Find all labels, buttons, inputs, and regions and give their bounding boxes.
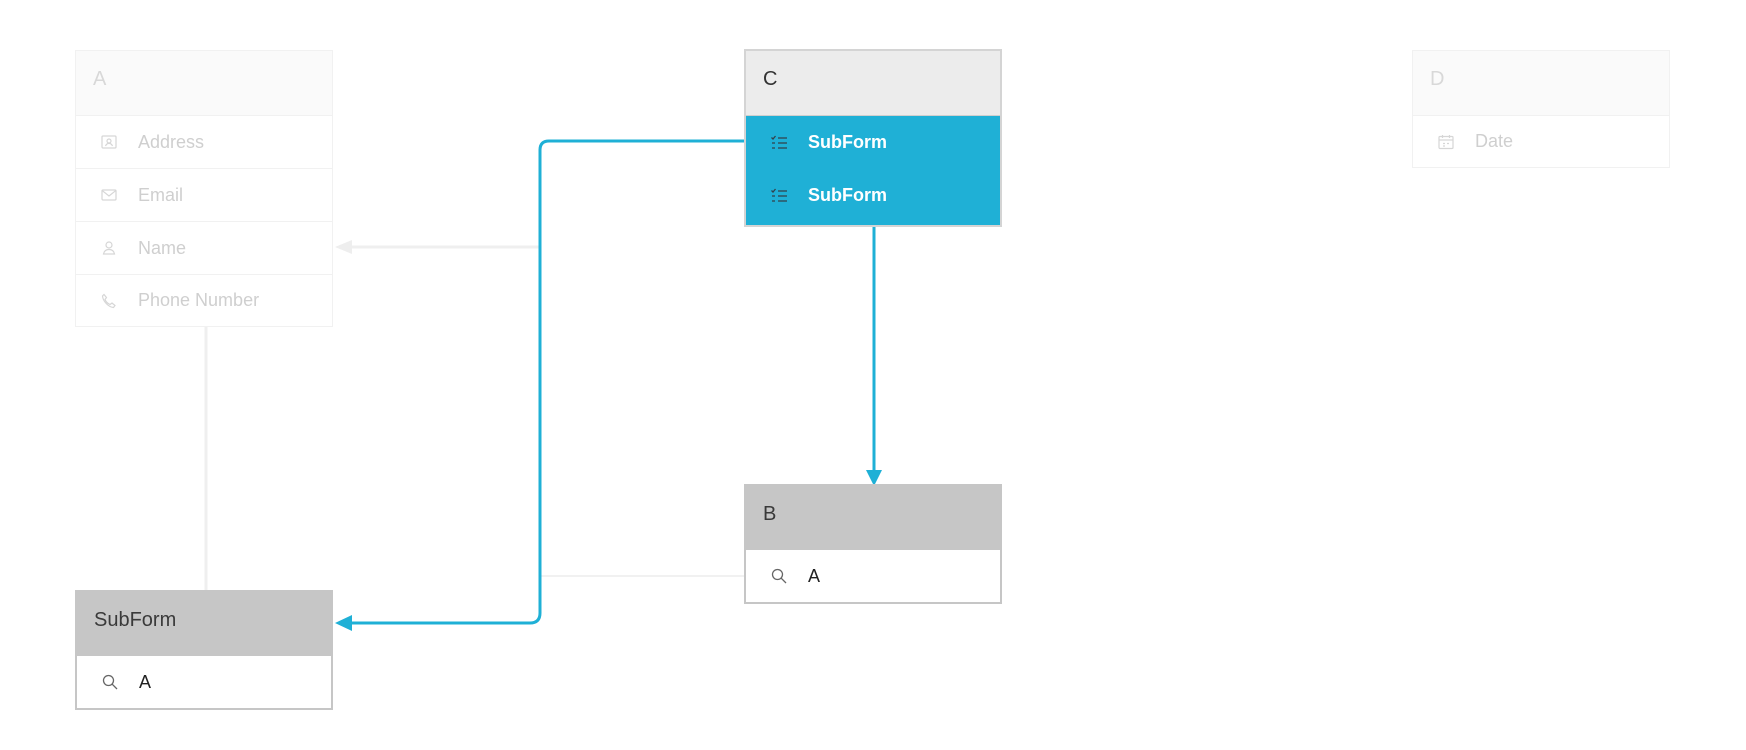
form-card-a[interactable]: A Address Email Name Phone Number — [75, 50, 333, 327]
form-card-subform[interactable]: SubForm A — [75, 590, 333, 710]
field-label: A — [808, 565, 821, 586]
form-card-b-title: B — [746, 486, 1000, 550]
field-label: Date — [1475, 131, 1514, 151]
field-label: A — [139, 671, 152, 692]
form-card-c[interactable]: C SubForm SubForm — [744, 49, 1002, 227]
field-label: Name — [138, 237, 187, 258]
form-card-d[interactable]: D Date — [1412, 50, 1670, 168]
person-icon — [100, 239, 118, 257]
connector-c-subform-to-subform-card — [352, 139, 744, 625]
field-label: SubForm — [808, 132, 887, 152]
connector-subform-arrowhead — [335, 615, 352, 631]
form-card-a-title: A — [76, 51, 332, 115]
search-icon — [770, 567, 788, 585]
address-card-icon — [100, 133, 118, 151]
field-email[interactable]: Email — [76, 168, 332, 221]
field-label: Email — [138, 184, 184, 205]
form-card-b[interactable]: B A — [744, 484, 1002, 604]
field-lookup-a[interactable]: A — [746, 550, 1000, 602]
field-phone-number[interactable]: Phone Number — [76, 274, 332, 326]
field-subform-1[interactable]: SubForm — [746, 116, 1000, 169]
form-card-c-title: C — [746, 51, 1000, 115]
field-name[interactable]: Name — [76, 221, 332, 274]
field-label: SubForm — [808, 185, 887, 205]
form-card-c-fields: SubForm SubForm — [746, 115, 1000, 225]
field-lookup-a[interactable]: A — [77, 656, 331, 708]
calendar-icon — [1437, 133, 1455, 151]
connector-b-arrowhead — [866, 470, 882, 486]
connector-name-arrowhead — [335, 240, 352, 254]
checklist-icon — [770, 134, 788, 152]
phone-icon — [100, 292, 118, 310]
envelope-icon — [100, 186, 118, 204]
field-label: Phone Number — [138, 290, 260, 310]
form-card-subform-title: SubForm — [77, 592, 331, 656]
field-label: Address — [138, 131, 205, 152]
field-address[interactable]: Address — [76, 115, 332, 168]
form-card-d-title: D — [1413, 51, 1669, 115]
field-subform-2[interactable]: SubForm — [746, 169, 1000, 222]
field-date[interactable]: Date — [1413, 115, 1669, 167]
search-icon — [101, 673, 119, 691]
checklist-icon — [770, 187, 788, 205]
